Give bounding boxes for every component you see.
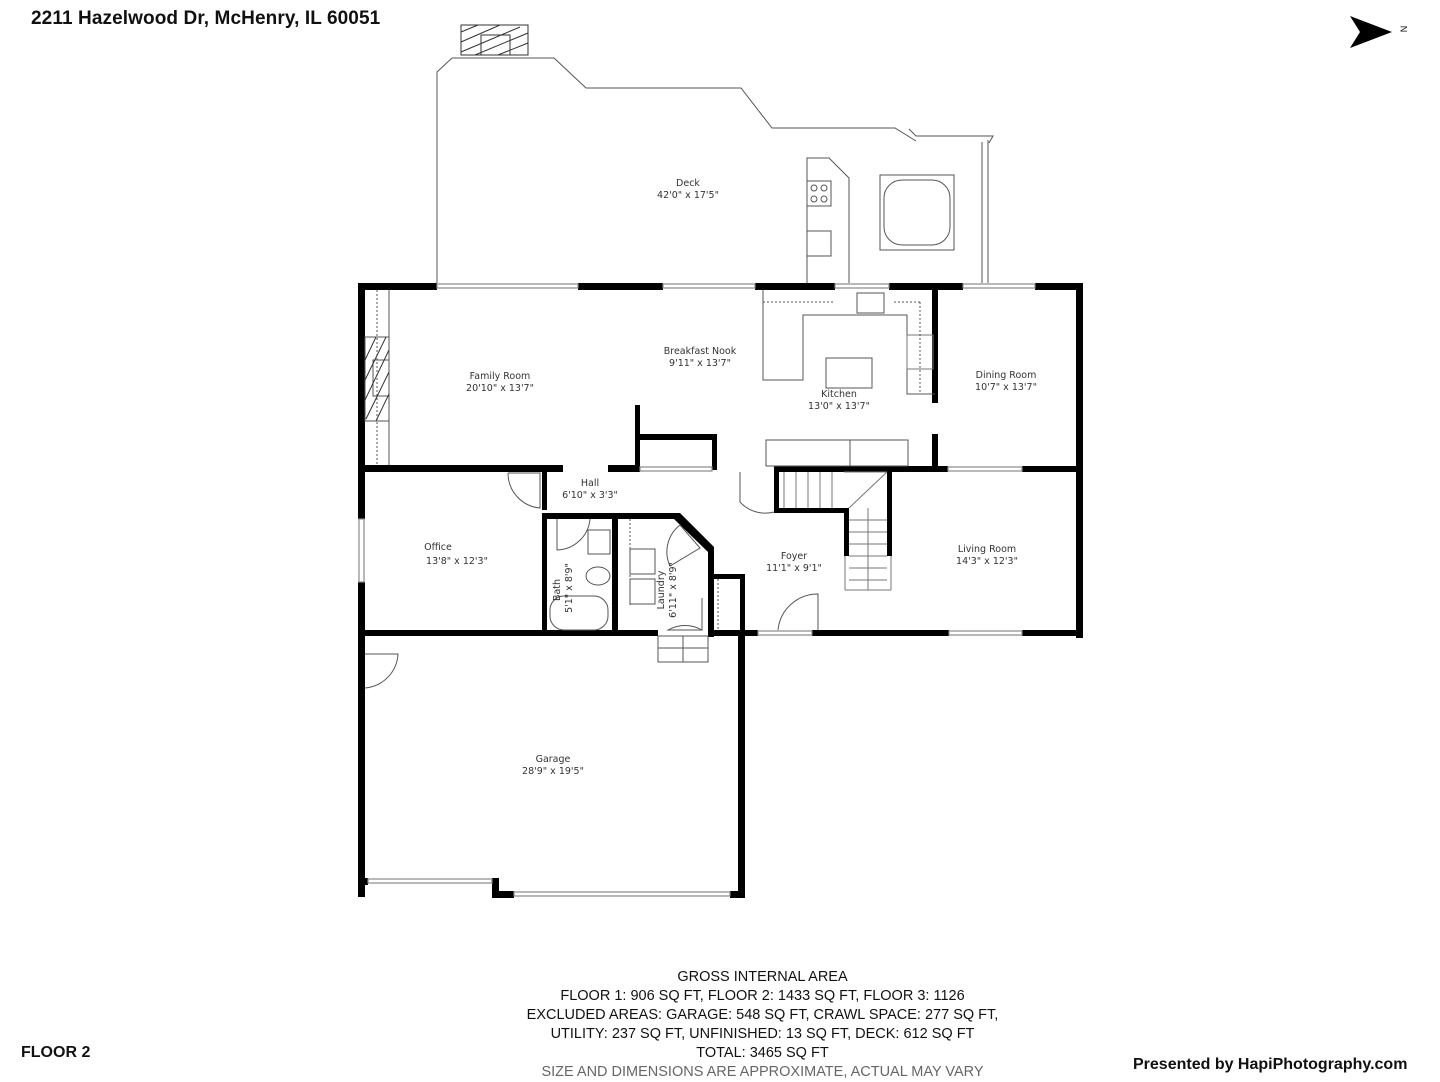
area-summary: GROSS INTERNAL AREA FLOOR 1: 906 SQ FT, … (430, 968, 1095, 1082)
family-room-label: Family Room (470, 371, 531, 382)
dining-room-label: Dining Room (976, 370, 1037, 381)
office-label: Office (424, 542, 452, 553)
foyer-dims: 11'1" x 9'1" (766, 563, 822, 574)
floor-label: FLOOR 2 (21, 1044, 91, 1061)
summary-total: TOTAL: 3465 SQ FT (696, 1045, 829, 1061)
foyer-label: Foyer (781, 551, 807, 562)
family-room-dims: 20'10" x 13'7" (466, 383, 534, 394)
breakfast-nook-dims: 9'11" x 13'7" (669, 358, 731, 369)
summary-title: GROSS INTERNAL AREA (677, 969, 848, 985)
hall-dims: 6'10" x 3'3" (562, 490, 618, 501)
dining-room-dims: 10'7" x 13'7" (975, 382, 1037, 393)
deck-label: Deck (676, 178, 700, 189)
office-dims: 13'8" x 12'3" (426, 556, 488, 567)
windows (358, 283, 1036, 897)
deck-area (436, 24, 994, 283)
living-room-label: Living Room (958, 544, 1016, 555)
breakfast-nook-label: Breakfast Nook (664, 346, 737, 357)
garage-dims: 28'9" x 19'5" (522, 766, 584, 777)
door-swings (364, 472, 819, 689)
deck-dims: 42'0" x 17'5" (657, 190, 719, 201)
summary-disclaimer: SIZE AND DIMENSIONS ARE APPROXIMATE, ACT… (541, 1064, 984, 1080)
kitchen-label: Kitchen (821, 389, 857, 400)
fixtures (364, 290, 935, 663)
garage-label: Garage (536, 754, 571, 765)
kitchen-dims: 13'0" x 13'7" (808, 401, 870, 412)
hall-label: Hall (581, 478, 599, 489)
compass: N (1348, 14, 1418, 54)
bath-dims: 5'1" x 8'9" (564, 563, 575, 613)
living-room-dims: 14'3" x 12'3" (956, 556, 1018, 567)
summary-excluded-2: UTILITY: 237 SQ FT, UNFINISHED: 13 SQ FT… (550, 1026, 975, 1042)
exterior-walls (358, 283, 1083, 898)
laundry-label: Laundry (656, 570, 667, 609)
summary-excluded-1: EXCLUDED AREAS: GARAGE: 548 SQ FT, CRAWL… (526, 1007, 999, 1023)
room-labels: Family Room 20'10" x 13'7" Breakfast Noo… (424, 346, 1037, 777)
property-address: 2211 Hazelwood Dr, McHenry, IL 60051 (31, 8, 381, 29)
bath-label: Bath (552, 579, 563, 601)
presenter-credit: Presented by HapiPhotography.com (1133, 1056, 1408, 1073)
north-arrow-icon (1350, 16, 1392, 48)
laundry-dims: 6'11" x 8'9" (668, 562, 679, 618)
summary-floors: FLOOR 1: 906 SQ FT, FLOOR 2: 1433 SQ FT,… (560, 988, 965, 1004)
